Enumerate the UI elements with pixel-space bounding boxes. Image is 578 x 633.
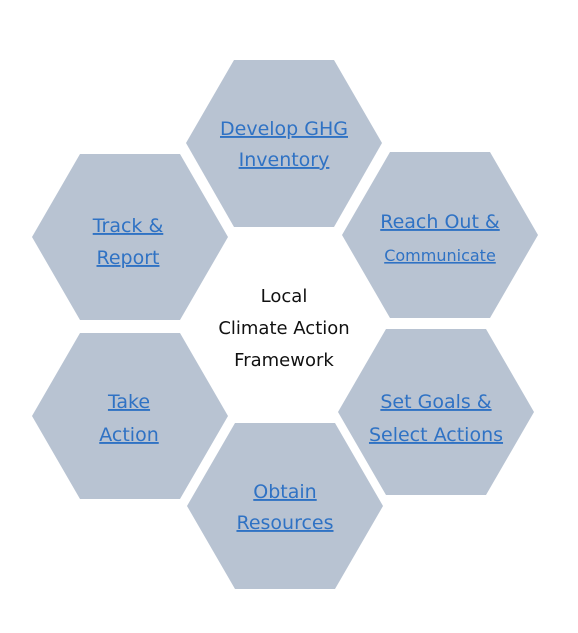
hexagon-obtain-resources: Obtain Resources bbox=[187, 423, 383, 589]
hexagon-shape bbox=[186, 60, 382, 227]
hexagon-shape bbox=[342, 152, 538, 318]
hexagon-label-line[interactable]: Report bbox=[97, 247, 160, 269]
hexagon-shape bbox=[32, 333, 228, 499]
center-label-line: Framework bbox=[234, 350, 334, 371]
link-develop-ghg-inventory[interactable]: Develop GHG Inventory bbox=[220, 118, 348, 171]
hexagon-label-line[interactable]: Take bbox=[107, 391, 150, 413]
hexagon-shape bbox=[187, 423, 383, 589]
link-obtain-resources[interactable]: Obtain Resources bbox=[236, 481, 333, 534]
hexagon-label-line[interactable]: Resources bbox=[236, 512, 333, 534]
hexagon-reach-out-communicate: Reach Out & Communicate bbox=[342, 152, 538, 318]
hexagon-label-line[interactable]: Action bbox=[99, 424, 159, 446]
hexagon-shape bbox=[32, 154, 228, 320]
hexagon-label-line[interactable]: Inventory bbox=[239, 149, 330, 171]
hexagon-track-report: Track & Report bbox=[32, 154, 228, 320]
hexagon-develop-ghg-inventory: Develop GHG Inventory bbox=[186, 60, 382, 227]
hexagon-take-action: Take Action bbox=[32, 333, 228, 499]
center-label-line: Climate Action bbox=[218, 318, 349, 339]
hexagon-label-line[interactable]: Communicate bbox=[384, 246, 496, 265]
link-reach-out-communicate[interactable]: Reach Out & Communicate bbox=[380, 211, 500, 265]
link-track-report[interactable]: Track & Report bbox=[92, 215, 164, 269]
hexagon-label-line[interactable]: Track & bbox=[92, 215, 164, 237]
hexagon-set-goals-select-actions: Set Goals & Select Actions bbox=[338, 329, 534, 495]
hexagon-label-line[interactable]: Reach Out & bbox=[380, 211, 500, 233]
link-take-action[interactable]: Take Action bbox=[99, 391, 159, 446]
hexagon-label-line[interactable]: Obtain bbox=[253, 481, 316, 503]
hexagon-shape bbox=[338, 329, 534, 495]
center-label-line: Local bbox=[261, 286, 308, 307]
hexagon-label-line[interactable]: Set Goals & bbox=[380, 391, 491, 413]
center-label: Local Climate Action Framework bbox=[218, 286, 349, 371]
hexagon-label-line[interactable]: Develop GHG bbox=[220, 118, 348, 140]
link-set-goals-select-actions[interactable]: Set Goals & Select Actions bbox=[369, 391, 503, 446]
hexagon-label-line[interactable]: Select Actions bbox=[369, 424, 503, 446]
